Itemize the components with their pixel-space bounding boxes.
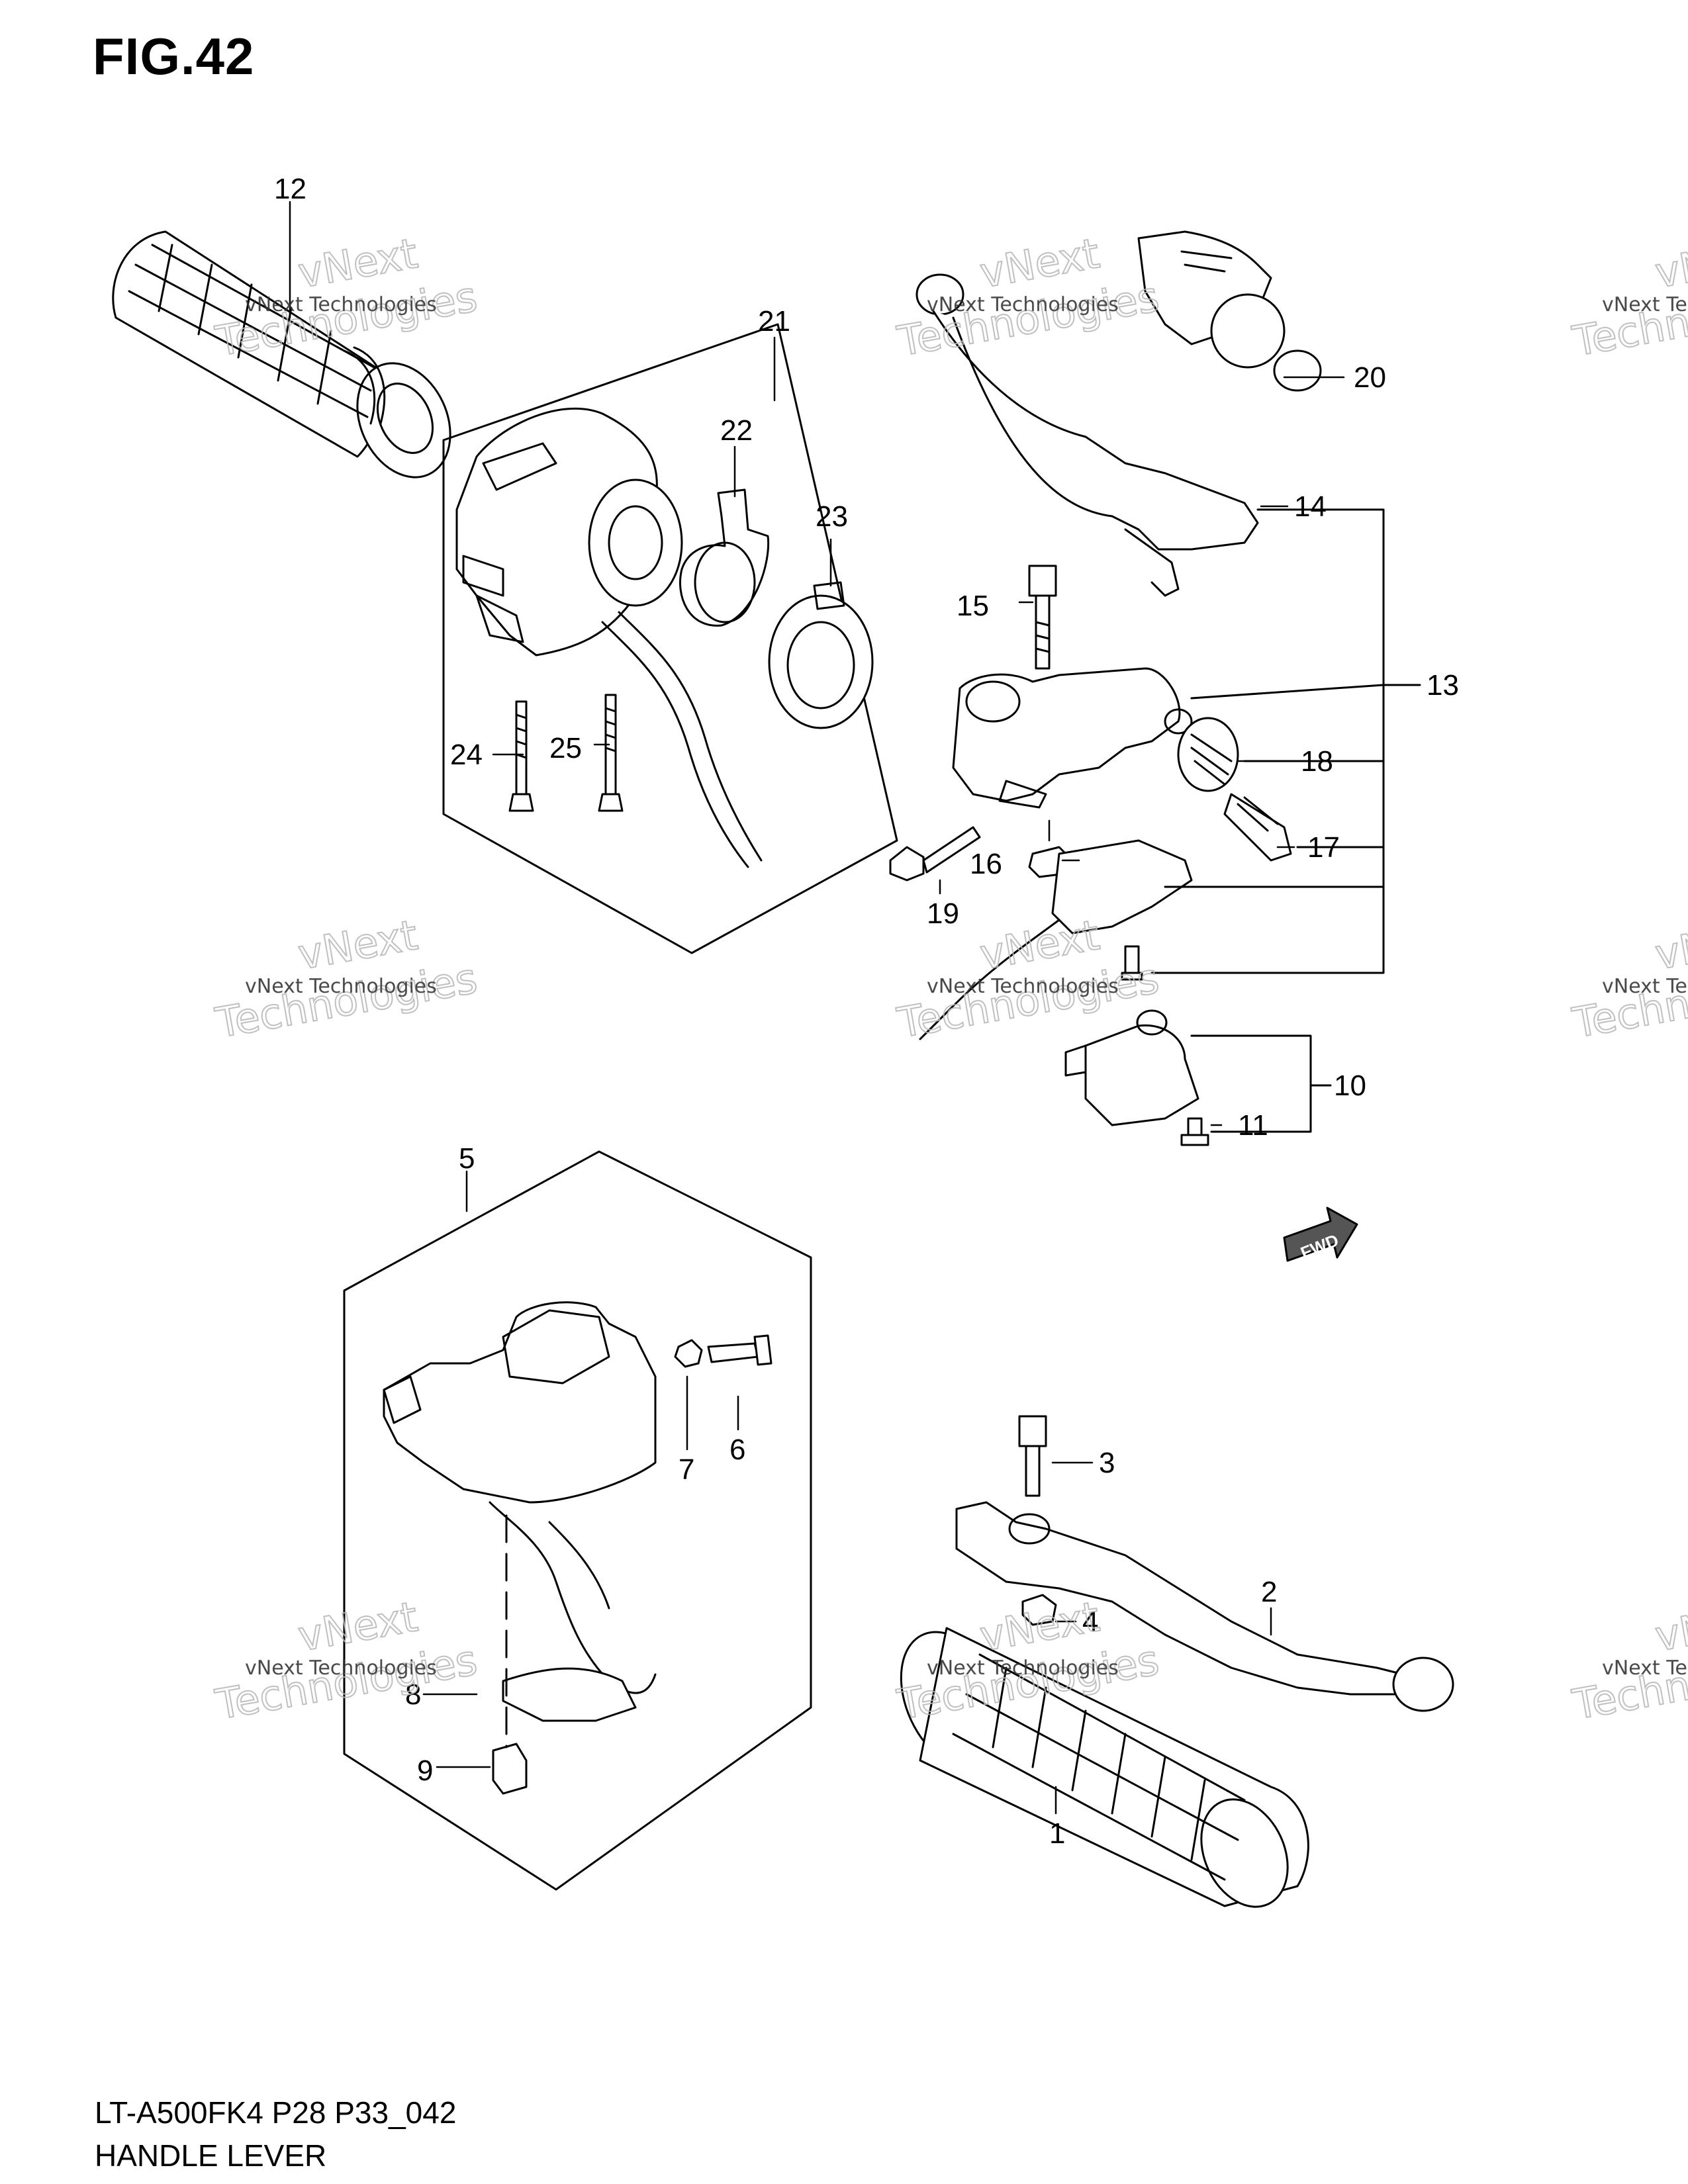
- callout-24: 24: [450, 739, 483, 771]
- bracket-13-line: [1150, 508, 1385, 974]
- callout-21: 21: [758, 305, 790, 338]
- pivot-bolt-3: [1018, 1415, 1047, 1497]
- screw-24: [508, 700, 534, 812]
- switch-assembly-box: [442, 323, 898, 954]
- switch-lever-22: [679, 488, 770, 627]
- leader-lines: [289, 201, 1345, 1815]
- callout-14: 14: [1294, 490, 1327, 523]
- callout-labels: 12 21 22 23 24 25 20 14 15 13 18 17 16 1…: [274, 173, 1459, 1850]
- callout-20: 20: [1354, 361, 1386, 394]
- left-grip-part: [112, 230, 451, 478]
- callout-25: 25: [549, 732, 582, 764]
- watermark-9: vNext Technologies vNext Technologies: [1568, 1592, 1688, 1730]
- brake-lever-2: [955, 1501, 1454, 1712]
- svg-text:vNext: vNext: [1652, 911, 1688, 979]
- brake-lever-14: [915, 273, 1259, 597]
- callout-9: 9: [417, 1754, 433, 1787]
- figure-title: FIG.42: [93, 27, 255, 85]
- watermark-7: vNext Technologies vNext Technologies: [211, 1592, 481, 1730]
- callout-3: 3: [1099, 1447, 1115, 1479]
- callout-22: 22: [720, 414, 753, 447]
- screw-13-lower: [1121, 945, 1143, 981]
- svg-text:vNext Technologies: vNext Technologies: [245, 975, 437, 998]
- bolt-9: [492, 1743, 528, 1795]
- lever-cap-20: [1137, 230, 1322, 392]
- section-name: HANDLE LEVER: [95, 2138, 327, 2173]
- callout-17: 17: [1307, 831, 1340, 864]
- callout-7: 7: [679, 1453, 694, 1486]
- screw-6: [707, 1334, 773, 1366]
- svg-text:vNext Technologies: vNext Technologies: [1602, 293, 1688, 316]
- left-switch-housing: [455, 407, 763, 868]
- right-grip-part: [900, 1627, 1309, 1908]
- callout-10: 10: [1334, 1069, 1366, 1102]
- svg-text:vNext Technologies: vNext Technologies: [1602, 975, 1688, 998]
- watermark-3: vNext Technologies vNext Technologies: [1568, 228, 1688, 367]
- callout-5: 5: [459, 1142, 475, 1175]
- callout-11: 11: [1238, 1109, 1268, 1142]
- throttle-housing: [383, 1301, 657, 1722]
- callout-16: 16: [970, 848, 1002, 880]
- screw-11: [1180, 1117, 1209, 1146]
- switch-collar-23: [768, 581, 874, 729]
- callout-23: 23: [816, 500, 848, 533]
- pivot-bolt-15: [1028, 565, 1057, 670]
- brake-switch-10: [1064, 1009, 1199, 1126]
- watermark-1: vNext Technologies vNext Technologies: [211, 228, 481, 367]
- callout-15: 15: [957, 590, 989, 622]
- adjuster-18: [1177, 717, 1239, 792]
- model-code: LT-A500FK4 P28 P33_042: [95, 2095, 457, 2130]
- svg-text:vNext Technologies: vNext Technologies: [927, 293, 1119, 316]
- nut-4: [1021, 1594, 1057, 1626]
- screw-25: [598, 694, 624, 812]
- callout-12: 12: [274, 173, 306, 205]
- callout-8: 8: [405, 1678, 421, 1711]
- svg-text:vNext Technologies: vNext Technologies: [927, 975, 1119, 998]
- screw-17: [1223, 793, 1292, 862]
- callout-13: 13: [1427, 669, 1459, 702]
- throttle-assembly-box: [343, 1150, 812, 1891]
- fwd-arrow-icon: [1283, 1206, 1358, 1262]
- callout-1: 1: [1049, 1817, 1065, 1850]
- brake-switch-plate: [919, 839, 1193, 1040]
- watermark-2: vNext Technologies vNext Technologies: [893, 228, 1163, 367]
- svg-text:vNext: vNext: [1652, 229, 1688, 297]
- nut-7: [674, 1339, 703, 1368]
- watermark-6: vNext Technologies vNext Technologies: [1568, 910, 1688, 1048]
- lever-bracket-13: [952, 667, 1193, 809]
- svg-text:vNext Technologies: vNext Technologies: [927, 1657, 1119, 1680]
- callout-6: 6: [729, 1433, 745, 1466]
- bolt-19: [889, 826, 981, 882]
- watermark-4: vNext Technologies vNext Technologies: [211, 910, 481, 1048]
- callout-2: 2: [1261, 1576, 1277, 1608]
- svg-text:vNext Technologies: vNext Technologies: [1602, 1657, 1688, 1680]
- callout-18: 18: [1301, 745, 1333, 778]
- callout-19: 19: [927, 897, 959, 930]
- svg-text:vNext Technologies: vNext Technologies: [245, 1657, 437, 1680]
- svg-text:vNext Technologies: vNext Technologies: [245, 293, 437, 316]
- bracket-10-line: [1190, 1034, 1332, 1133]
- svg-text:vNext: vNext: [1652, 1592, 1688, 1661]
- callout-4: 4: [1082, 1606, 1098, 1638]
